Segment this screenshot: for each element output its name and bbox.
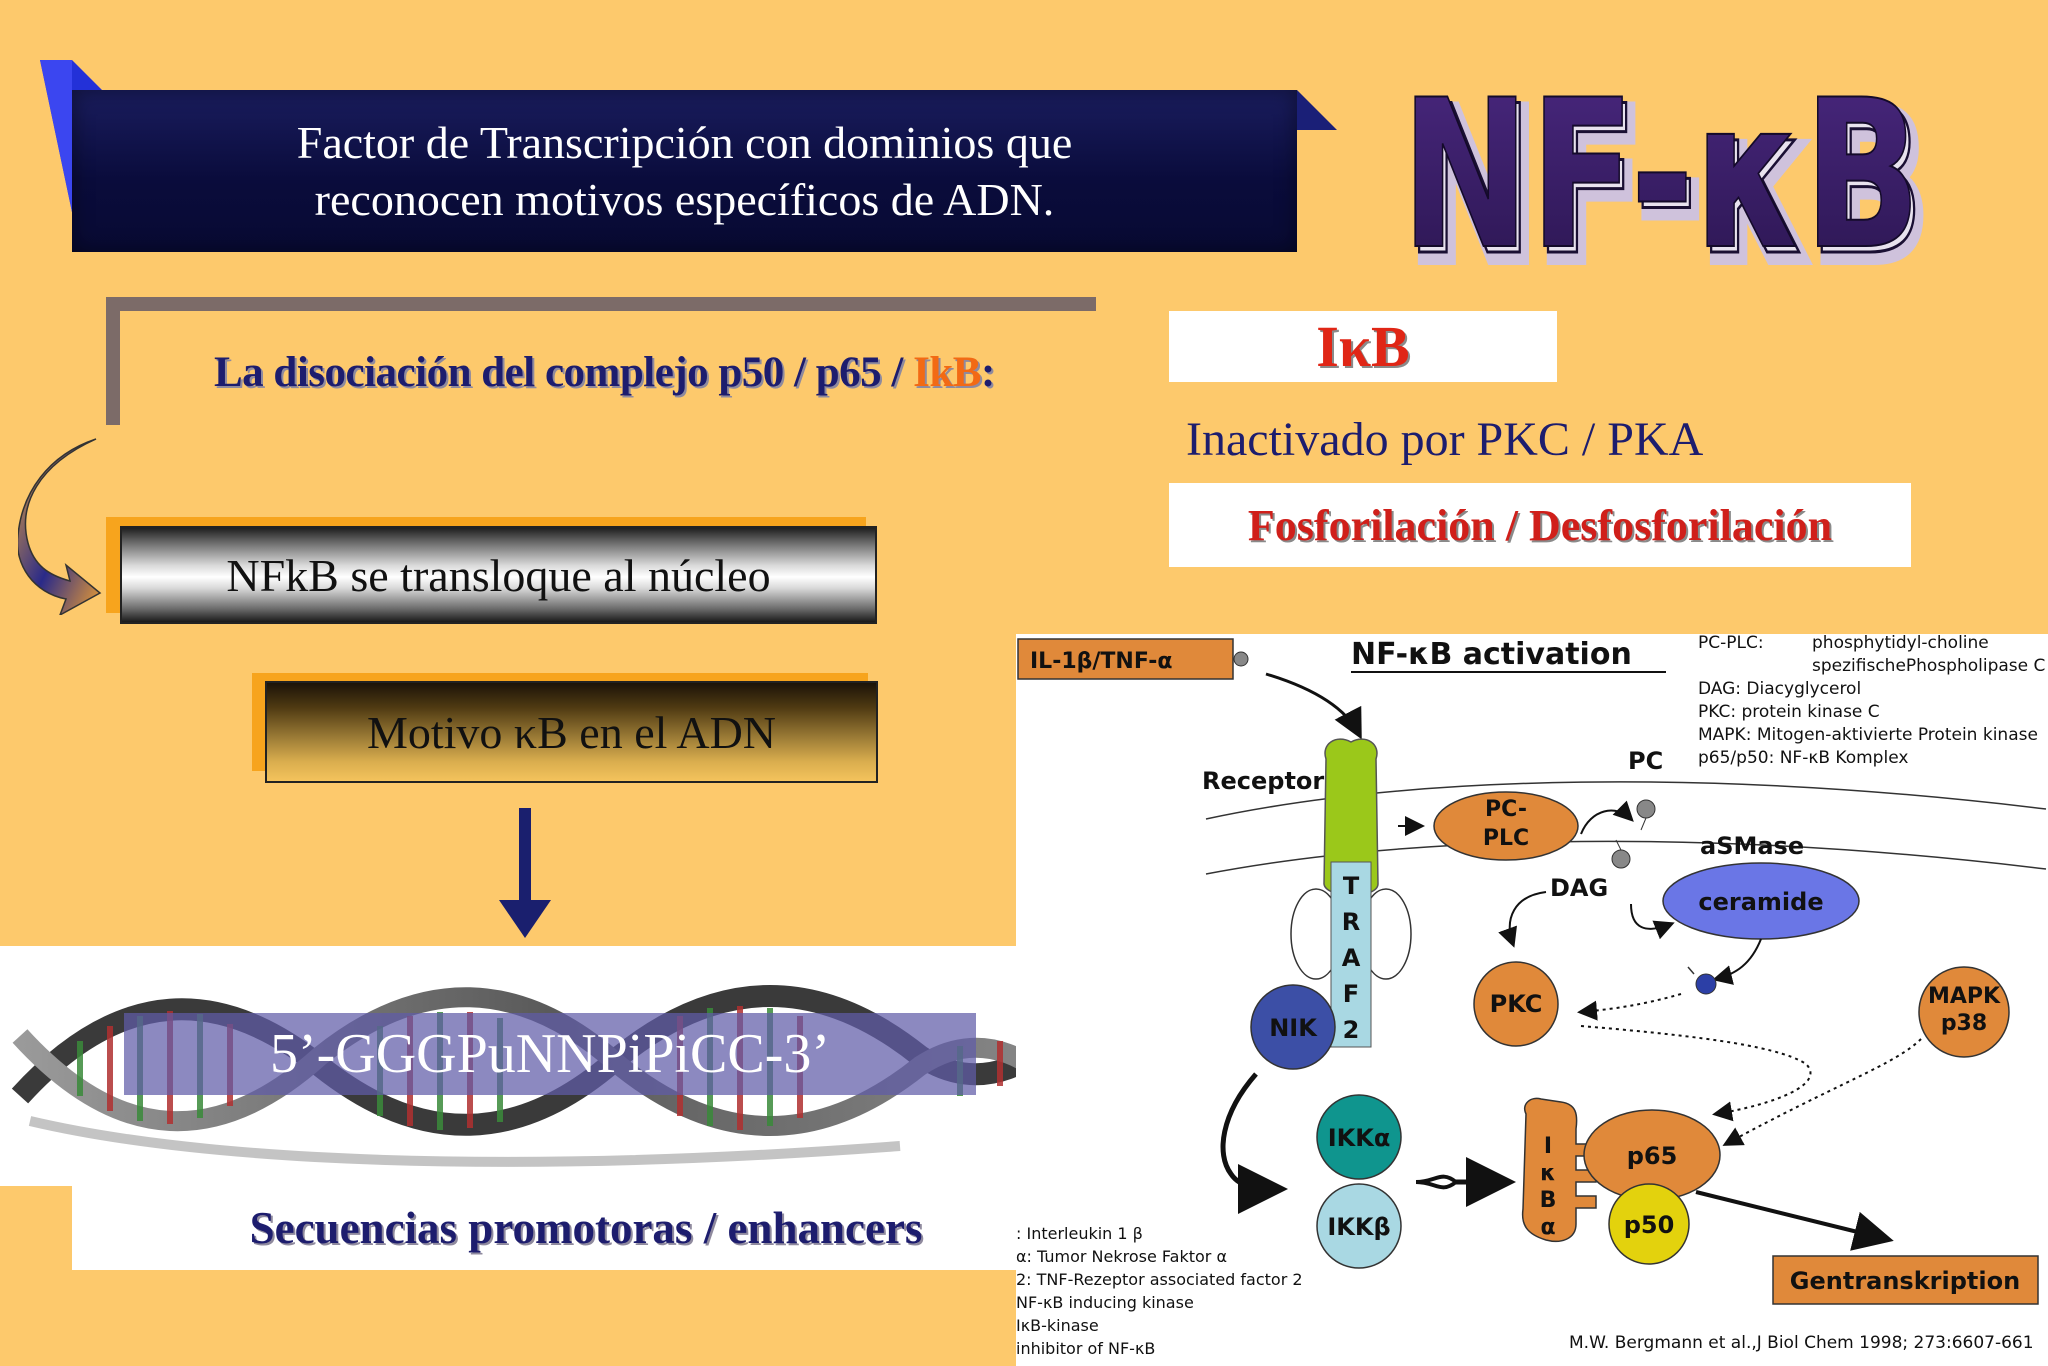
- svg-text:α: Tumor Nekrose Faktor α: α: Tumor Nekrose Faktor α: [1016, 1247, 1227, 1266]
- nfkb-logo: NF-κB NF-κB NF-κB: [1400, 56, 1936, 290]
- legend-pcplc-desc2: spezifischePhospholipase C: [1812, 656, 2045, 676]
- svg-text:inhibitor of NF-κB: inhibitor of NF-κB: [1016, 1339, 1155, 1358]
- legend-p65p50: p65/p50: NF-κB Komplex: [1698, 748, 1908, 768]
- promoters-text: Secuencias promotoras / enhancers: [249, 1203, 923, 1253]
- citation: M.W. Bergmann et al.,J Biol Chem 1998; 2…: [1569, 1333, 2034, 1353]
- il-box-text: IL-1β/TNF-α: [1030, 649, 1172, 674]
- svg-text:κ: κ: [1540, 1161, 1556, 1186]
- svg-text:: Interleukin 1 β: : Interleukin 1 β: [1016, 1224, 1143, 1243]
- p50-node: [1608, 1183, 1690, 1265]
- mapk-node: [1918, 966, 2010, 1058]
- inactivated-text: Inactivado por PKC / PKA: [1186, 413, 1704, 466]
- svg-text:F: F: [1343, 980, 1359, 1008]
- membrane-outer: [1205, 781, 2047, 820]
- pathway-diagram: IL-1β/TNF-α NF-κB activation PC-PLC: pho…: [1016, 634, 2048, 1366]
- svg-text:T: T: [1343, 872, 1360, 900]
- il-box: [1017, 638, 1234, 680]
- dissociation-heading: La disociación del complejo p50 / p65 / …: [214, 348, 995, 397]
- pkc-node: [1473, 961, 1559, 1047]
- legend-mapk: MAPK: Mitogen-aktivierte Protein kinase: [1698, 725, 2038, 745]
- sequence-text: 5’-GGGPuNNPiPiCC-3’: [269, 1023, 831, 1085]
- ikkb-label: IKKβ: [1327, 1213, 1390, 1241]
- nfkb-box: [120, 526, 877, 624]
- ikb-label: IκB: [1316, 314, 1410, 379]
- svg-text:IκB-kinase: IκB-kinase: [1016, 1316, 1099, 1335]
- legend-pcplc: PC-PLC:: [1698, 634, 1764, 653]
- pkc-label: PKC: [1490, 990, 1543, 1018]
- ikka-label: IKKα: [1328, 1124, 1391, 1152]
- phospho-box: [1169, 483, 1911, 567]
- mapk-label-2: p38: [1941, 1011, 1987, 1036]
- svg-text:NF-κB: NF-κB: [1409, 69, 1929, 290]
- ceramide-label: ceramide: [1698, 888, 1823, 916]
- p50-label: p50: [1624, 1211, 1675, 1239]
- nik-node: [1250, 984, 1336, 1070]
- motivo-box: [265, 681, 878, 783]
- ikb-box: [1169, 311, 1557, 382]
- ceramide-target-icon: [1695, 973, 1717, 995]
- svg-text:2: 2: [1343, 1016, 1360, 1044]
- title-banner: [72, 90, 1297, 252]
- nik-label: NIK: [1269, 1014, 1318, 1042]
- sequence-bar: [124, 1013, 976, 1095]
- dissociation-highlight: IkB: [913, 349, 981, 396]
- motivo-box-text: Motivo κB en el ADN: [366, 706, 777, 758]
- traf2-letters: T R A F 2: [1342, 872, 1361, 1044]
- pcplc-label-1: PC-: [1485, 797, 1527, 822]
- ikba-node: [1521, 1097, 1597, 1243]
- down-arrow-icon: [499, 808, 551, 938]
- pathway-title: NF-κB activation: [1351, 637, 1632, 672]
- nfkb-box-text: NFkB se transloque al núcleo: [226, 549, 771, 601]
- pathway-svg: IL-1β/TNF-α NF-κB activation PC-PLC: pho…: [1016, 634, 2047, 1358]
- banner-line-1: Factor de Transcripción con dominios que: [296, 117, 1073, 168]
- svg-text:NF-κB inducing kinase: NF-κB inducing kinase: [1016, 1293, 1194, 1312]
- mapk-label-1: MAPK: [1928, 984, 2001, 1009]
- pcplc-label-2: PLC: [1483, 826, 1529, 851]
- ikkb-node: [1316, 1183, 1402, 1269]
- phospho-text: Fosforilación / Desfosforilación: [1247, 500, 1833, 550]
- banner-text: Factor de Transcripción con dominios que…: [72, 90, 1297, 252]
- svg-text:NF-κB: NF-κB: [1405, 63, 1925, 290]
- dag-label: DAG: [1550, 874, 1608, 902]
- svg-text:α: α: [1540, 1215, 1555, 1240]
- svg-text:I: I: [1544, 1134, 1552, 1159]
- pcplc-node: [1433, 791, 1579, 861]
- dissociation-prefix: La disociación del complejo p50 / p65 /: [214, 349, 914, 396]
- bracket-top-bar: [106, 297, 1096, 311]
- legend-dag: DAG: Diacyglycerol: [1698, 679, 1861, 699]
- ikba-letters: I κ B α: [1540, 1134, 1557, 1240]
- bracket-left-bar: [106, 297, 120, 425]
- promoters-box: [72, 1186, 1100, 1270]
- svg-text:2: TNF-Rezeptor associated fac: 2: TNF-Rezeptor associated factor 2: [1016, 1270, 1303, 1289]
- il-ligand-icon: [1233, 651, 1249, 667]
- dissociation-suffix: :: [980, 349, 995, 396]
- asmase-label: aSMase: [1700, 832, 1804, 860]
- receptor-label: Receptor: [1202, 767, 1324, 795]
- legend-bottom: : Interleukin 1 β α: Tumor Nekrose Fakto…: [1016, 1224, 1303, 1358]
- legend-pkc: PKC: protein kinase C: [1698, 702, 1880, 722]
- p65-label: p65: [1627, 1142, 1678, 1170]
- legend-pcplc-desc1: phosphytidyl-choline: [1812, 634, 1989, 653]
- svg-text:B: B: [1540, 1188, 1557, 1213]
- legend-top: PC-PLC: phosphytidyl-choline spezifische…: [1698, 634, 2045, 768]
- svg-text:NF-κB: NF-κB: [1401, 57, 1921, 290]
- banner-line-2: reconocen motivos específicos de ADN.: [314, 174, 1055, 225]
- pc-label: PC: [1628, 747, 1663, 775]
- membrane-inner: [1205, 840, 2047, 875]
- gentrans-label: Gentranskription: [1790, 1267, 2020, 1295]
- ikka-node: [1316, 1094, 1402, 1180]
- gentrans-box: [1772, 1255, 2039, 1305]
- svg-text:R: R: [1342, 908, 1360, 936]
- svg-text:A: A: [1342, 944, 1361, 972]
- curved-arrow-icon: [18, 438, 102, 615]
